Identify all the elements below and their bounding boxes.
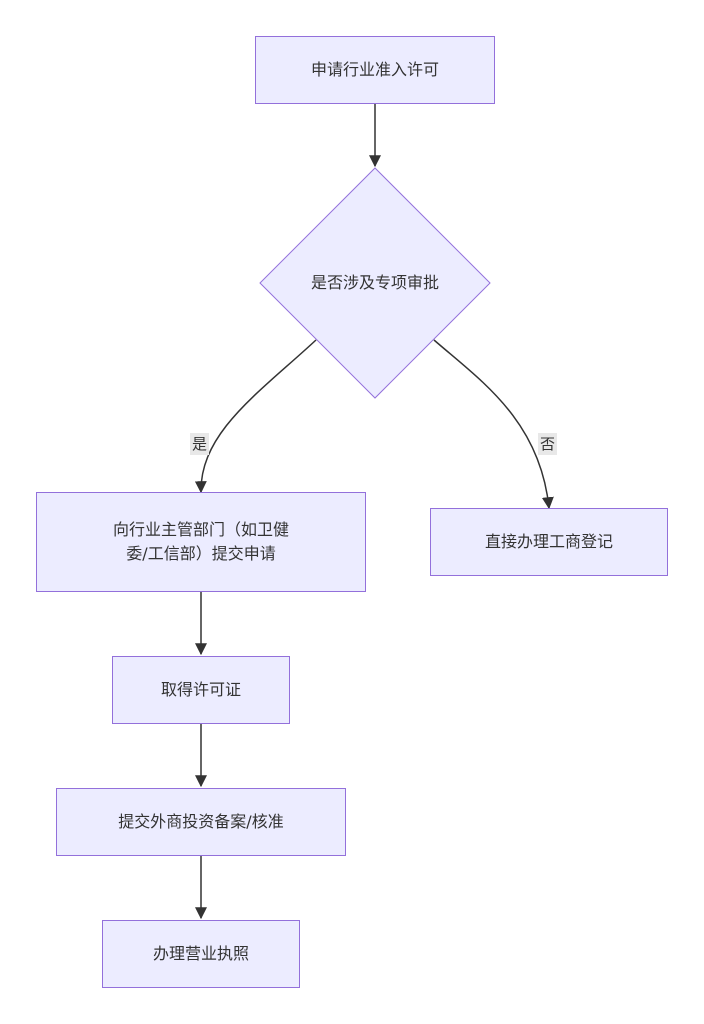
node-obtain-license-label: 取得许可证: [160, 680, 241, 699]
node-submit-to-authority-line2: 委/工信部）提交申请: [126, 544, 276, 563]
node-apply-permit: 申请行业准入许可: [255, 36, 495, 104]
node-submit-to-authority-line1: 向行业主管部门（如卫健: [112, 520, 289, 539]
node-decision-label: 是否涉及专项审批: [310, 273, 439, 292]
node-submit-filing: 提交外商投资备案/核准: [56, 788, 346, 856]
node-submit-to-authority: 向行业主管部门（如卫健 委/工信部）提交申请: [36, 492, 366, 592]
node-business-license-label: 办理营业执照: [152, 944, 249, 963]
node-business-license: 办理营业执照: [102, 920, 300, 988]
edge-label-yes: 是: [190, 433, 210, 455]
node-obtain-license: 取得许可证: [112, 656, 290, 724]
node-direct-registration: 直接办理工商登记: [430, 508, 668, 576]
edge-decision-no: [433, 339, 554, 510]
node-submit-filing-label: 提交外商投资备案/核准: [118, 812, 284, 831]
node-direct-registration-label: 直接办理工商登记: [484, 532, 613, 551]
edge-decision-yes: [194, 339, 317, 494]
decision-diamond: [259, 167, 491, 399]
edge-label-no: 否: [538, 433, 558, 455]
node-apply-permit-label: 申请行业准入许可: [310, 60, 439, 79]
